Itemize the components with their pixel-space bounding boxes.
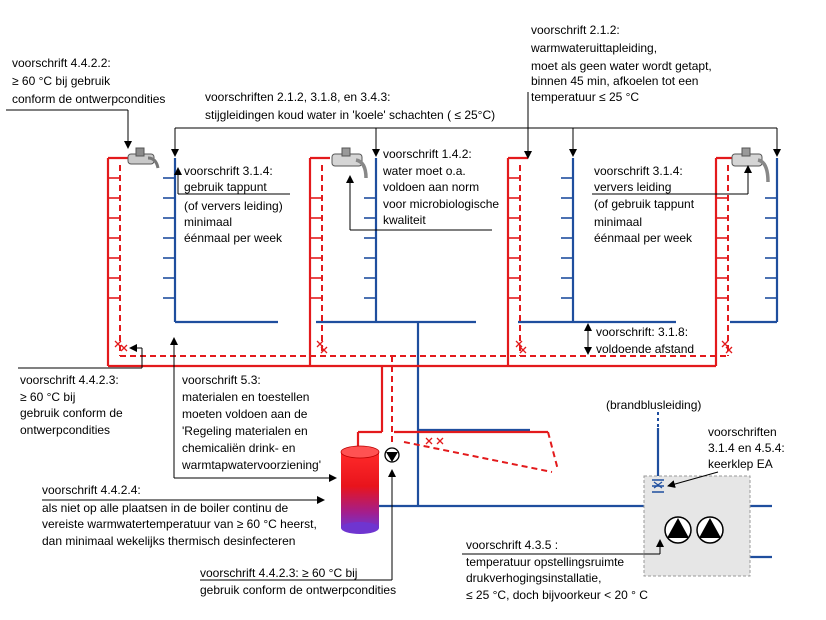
note-435: voorschrift 4.3.5 : temperatuur opstelli… <box>466 538 648 602</box>
note-53: voorschrift 5.3: materialen en toestelle… <box>181 373 321 472</box>
note-314-right: voorschrift 3.1.4: ververs leiding (of g… <box>594 164 697 245</box>
boiler-icon <box>340 445 380 534</box>
note-212-shafts: voorschriften 2.1.2, 3.1.8, en 3.4.3: st… <box>205 90 495 122</box>
pump-icon <box>664 516 692 544</box>
note-4424: voorschrift 4.4.2.4: als niet op alle pl… <box>42 483 320 548</box>
hot-water-piping <box>106 156 736 448</box>
circulation-piping <box>119 165 729 473</box>
note-3145: voorschriften 3.1.4 en 4.5.4: keerklep E… <box>708 425 788 471</box>
leader-lines <box>6 92 781 581</box>
note-318: voorschrift: 3.1.8: voldoende afstand <box>596 325 694 356</box>
note-4423-bottom: voorschrift 4.4.2.3: ≥ 60 °C bij gebruik… <box>200 566 396 597</box>
note-4422: voorschrift 4.4.2.2: ≥ 60 °C bij gebruik… <box>12 56 165 106</box>
circulation-pump-icon <box>384 447 400 463</box>
note-142: voorschrift 1.4.2: water moet o.a. voldo… <box>382 147 502 227</box>
tap-icon <box>731 147 770 183</box>
note-314-left: voorschrift 3.1.4: gebruik tappunt (of v… <box>184 164 286 245</box>
tap-icon <box>331 147 368 179</box>
note-4423-left: voorschrift 4.4.2.3: ≥ 60 °C bij gebruik… <box>20 373 126 437</box>
pump-icon <box>696 516 724 544</box>
check-valve-icon <box>652 479 664 493</box>
balancing-valves <box>114 340 733 445</box>
note-212-outlet: voorschrift 2.1.2: warmwateruittapleidin… <box>530 23 715 104</box>
tap-icon <box>127 147 160 169</box>
fire-line-label: (brandblusleiding) <box>606 398 701 412</box>
